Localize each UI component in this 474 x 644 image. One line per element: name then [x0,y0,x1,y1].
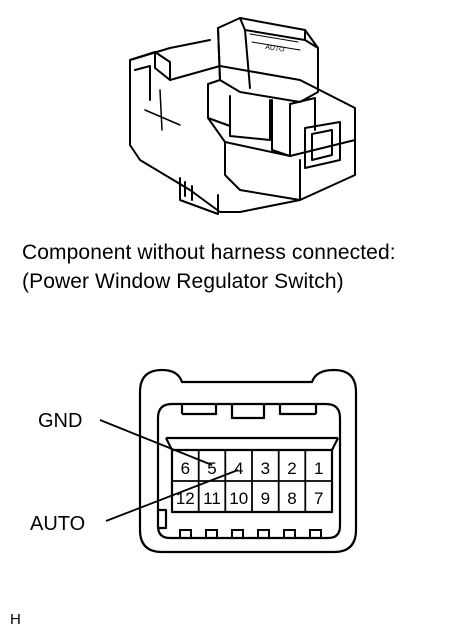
auto-leader-line [105,469,239,522]
caption-line-2: (Power Window Regulator Switch) [22,270,344,293]
pin-5: 5 [207,459,216,478]
pin-6: 6 [181,459,190,478]
pin-7: 7 [314,489,323,508]
pin-3: 3 [261,459,270,478]
pin-9: 9 [261,489,270,508]
gnd-leader-line [99,419,213,466]
pin-10: 10 [229,489,248,508]
pin-12: 12 [176,489,195,508]
switch-marking: AUTO [265,44,286,54]
pin-8: 8 [287,489,296,508]
power-window-switch-illustration: AUTO [129,17,356,215]
pin-4: 4 [234,459,243,478]
auto-label: AUTO [30,513,85,535]
caption-line-1: Component without harness connected: [22,241,396,264]
pin-2: 2 [287,459,296,478]
pin-11: 11 [203,489,221,508]
figure-code: H [10,611,21,628]
pin-1: 1 [314,459,323,478]
gnd-label: GND [38,410,82,432]
